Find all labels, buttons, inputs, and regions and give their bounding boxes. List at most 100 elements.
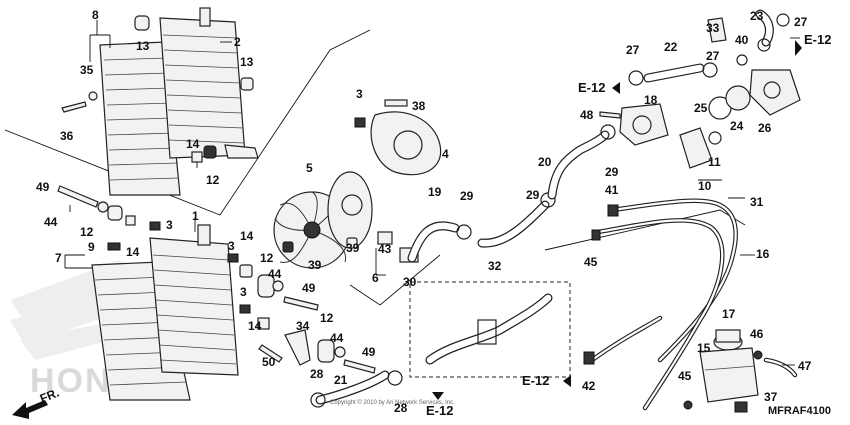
clamp-27a <box>628 70 644 86</box>
callout-14a: 14 <box>186 137 200 151</box>
bolt-49c <box>343 359 376 374</box>
clamp-29a <box>456 224 472 240</box>
o-ring-40 <box>736 54 748 66</box>
callout-13b: 13 <box>240 55 254 69</box>
callout-27a: 27 <box>626 43 640 57</box>
sensor-33 <box>707 17 727 43</box>
callout-7: 7 <box>55 251 62 265</box>
callout-30: 30 <box>403 275 417 289</box>
callouts: 8 13 2 35 13 36 14 12 49 44 12 14 3 1 7 … <box>36 8 812 415</box>
callout-14d: 14 <box>248 319 262 333</box>
ref-arrow-icon-mid <box>612 82 620 94</box>
clip-41 <box>607 204 619 217</box>
callout-3d: 3 <box>356 87 363 101</box>
thermostat-housing <box>619 103 669 146</box>
collar-14d <box>257 317 270 330</box>
callout-48: 48 <box>580 108 594 122</box>
callout-49c: 49 <box>362 345 376 359</box>
callout-14b: 14 <box>126 245 140 259</box>
clip-42 <box>583 351 595 365</box>
callout-15: 15 <box>697 341 711 355</box>
callout-12d: 12 <box>320 311 334 325</box>
callout-40: 40 <box>735 33 749 47</box>
callout-29c: 29 <box>605 165 619 179</box>
clip-3a <box>149 221 161 231</box>
callout-27c: 27 <box>706 49 720 63</box>
callout-44c: 44 <box>330 331 344 345</box>
callout-42: 42 <box>582 379 596 393</box>
ref-arrow-icon-bottom <box>432 392 444 400</box>
callout-39b: 39 <box>346 241 360 255</box>
ref-label-lower: E-12 <box>522 373 549 388</box>
section-boundary-tubes <box>544 209 746 251</box>
bracket-34 <box>284 329 311 366</box>
radiator-upper <box>159 7 259 159</box>
clamp-27b <box>702 62 718 78</box>
collar-14b <box>125 215 136 226</box>
grommet-12a <box>203 145 217 159</box>
callout-31: 31 <box>750 195 764 209</box>
fan-shroud <box>370 111 442 176</box>
clip-3b <box>227 253 239 263</box>
ref-arrow-icon-top <box>795 40 802 56</box>
bolt-49a <box>57 185 99 208</box>
collar-14c <box>239 264 253 278</box>
pump-cover-26 <box>749 69 801 116</box>
callout-2: 2 <box>234 35 241 49</box>
callout-37: 37 <box>764 390 778 404</box>
clamp-27d <box>757 38 771 52</box>
callout-12b: 12 <box>80 225 94 239</box>
clip-45a <box>591 229 601 241</box>
callout-29a: 29 <box>460 189 474 203</box>
bolt-49b <box>283 296 319 311</box>
callout-16: 16 <box>756 247 770 261</box>
thermostat-24 <box>725 85 751 111</box>
callout-8: 8 <box>92 8 99 22</box>
reference-box <box>409 281 571 378</box>
cap-10 <box>679 127 713 169</box>
callout-44a: 44 <box>44 215 58 229</box>
callout-6: 6 <box>372 271 379 285</box>
callout-49b: 49 <box>302 281 316 295</box>
radiator-lower <box>149 224 239 376</box>
nut-39b <box>346 237 358 249</box>
grommet-13b <box>240 77 254 91</box>
clip-3d <box>354 117 366 128</box>
bolt-50 <box>258 344 283 363</box>
bolt-38 <box>384 99 408 107</box>
bolt-48 <box>599 111 621 119</box>
callout-43: 43 <box>378 242 392 256</box>
radiator-cover-upper <box>99 41 181 196</box>
callout-39a: 39 <box>308 258 322 272</box>
washer-44c <box>334 346 346 358</box>
callout-36: 36 <box>60 129 74 143</box>
grommet-12b <box>107 205 123 221</box>
copyright-text: Copyright © 2010 by Ari Network Services… <box>330 399 455 406</box>
ref-arrow-icon-lower <box>563 375 571 387</box>
callout-26: 26 <box>758 121 772 135</box>
cap-17 <box>713 329 743 351</box>
washer-35 <box>88 91 98 101</box>
callout-28a: 28 <box>310 367 324 381</box>
bolt-37 <box>734 401 748 413</box>
callout-3b: 3 <box>228 239 235 253</box>
collar-14a <box>191 151 203 163</box>
clamp-27c <box>776 13 790 27</box>
washer-11 <box>708 131 722 145</box>
callout-25: 25 <box>694 101 708 115</box>
clip-45b <box>683 400 693 410</box>
callout-19: 19 <box>428 185 442 199</box>
callout-23: 23 <box>750 9 764 23</box>
bolt-36 <box>61 101 87 113</box>
callout-18: 18 <box>644 93 658 107</box>
callout-1: 1 <box>192 209 199 223</box>
callout-41: 41 <box>605 183 619 197</box>
ref-label-bottom: E-12 <box>426 403 453 418</box>
callout-49a: 49 <box>36 180 50 194</box>
callout-44b: 44 <box>268 267 282 281</box>
fan-motor <box>327 171 393 249</box>
callout-20: 20 <box>538 155 552 169</box>
callout-10: 10 <box>698 179 712 193</box>
callout-4: 4 <box>442 147 449 161</box>
